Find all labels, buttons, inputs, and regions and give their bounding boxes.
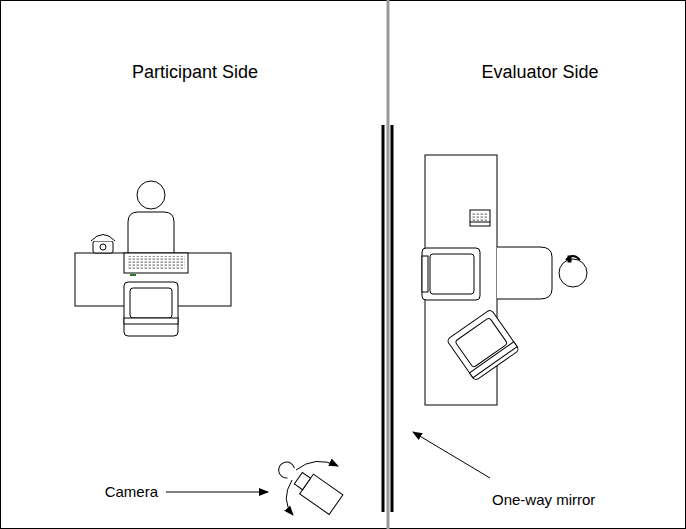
region-title: Participant Side [132, 62, 258, 83]
one-way-mirror [383, 125, 392, 512]
part-label: One-way mirror [492, 491, 595, 508]
participant-figure [128, 181, 174, 253]
part-label: Camera [105, 483, 158, 500]
divider-wall [387, 0, 390, 529]
camera-pan-arrows [286, 461, 338, 515]
camera-leader [166, 492, 268, 493]
region-title: Evaluator Side [481, 62, 598, 83]
camera-icon [273, 456, 343, 515]
participant-chair [124, 282, 178, 336]
telephone [91, 235, 115, 254]
spare-chair [447, 309, 520, 381]
mirror-leader [413, 432, 490, 478]
evaluator-figure [497, 247, 587, 299]
evaluator-chair [422, 248, 480, 300]
